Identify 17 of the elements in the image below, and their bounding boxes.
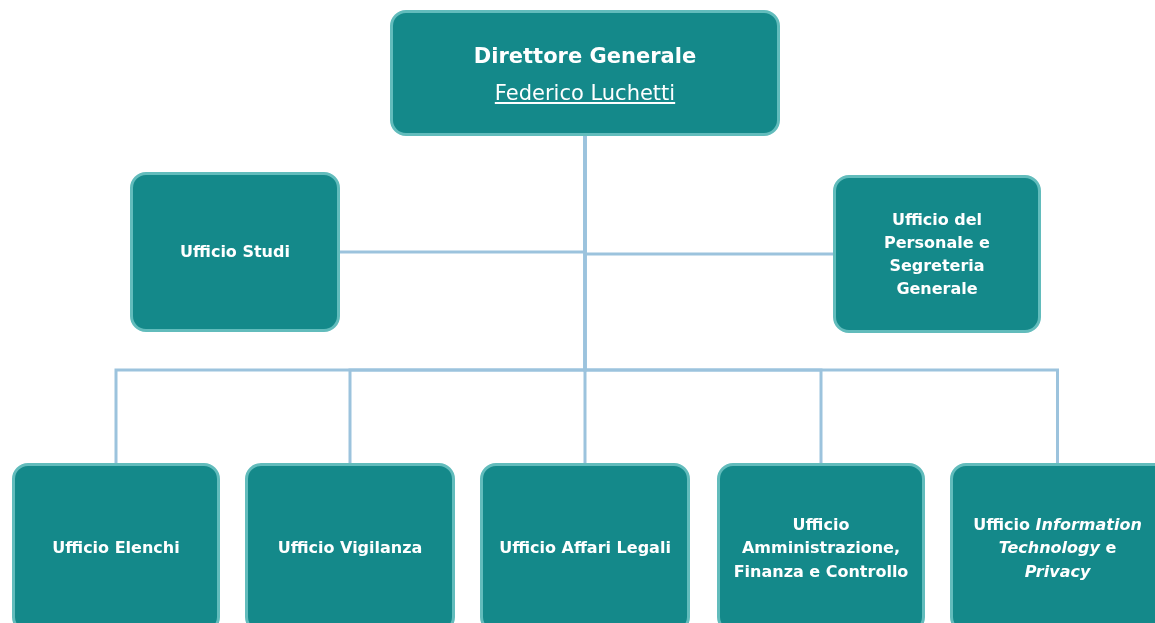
unit-title: Ufficio Affari Legali [499, 537, 671, 560]
unit-title: Ufficio Information Technology e Privacy [972, 514, 1143, 583]
org-unit-box [717, 463, 925, 623]
unit-title: Ufficio Elenchi [52, 537, 180, 560]
unit-title: Ufficio Studi [180, 241, 290, 264]
org-unit-box [130, 172, 340, 332]
org-unit-box [950, 463, 1155, 623]
unit-title: Ufficio Vigilanza [277, 537, 423, 560]
org-unit-box [12, 463, 220, 623]
org-unit-box [245, 463, 455, 623]
org-unit-box [390, 10, 780, 136]
org-unit-box [833, 175, 1041, 333]
unit-title: Direttore Generale [473, 42, 697, 70]
org-unit-box [480, 463, 690, 623]
unit-title: Ufficio Amministrazione, Finanza e Controllo [732, 514, 910, 583]
unit-title: Ufficio del Personale e Segreteria Generale [883, 208, 991, 301]
person-name: Federico Luchetti [494, 81, 676, 106]
